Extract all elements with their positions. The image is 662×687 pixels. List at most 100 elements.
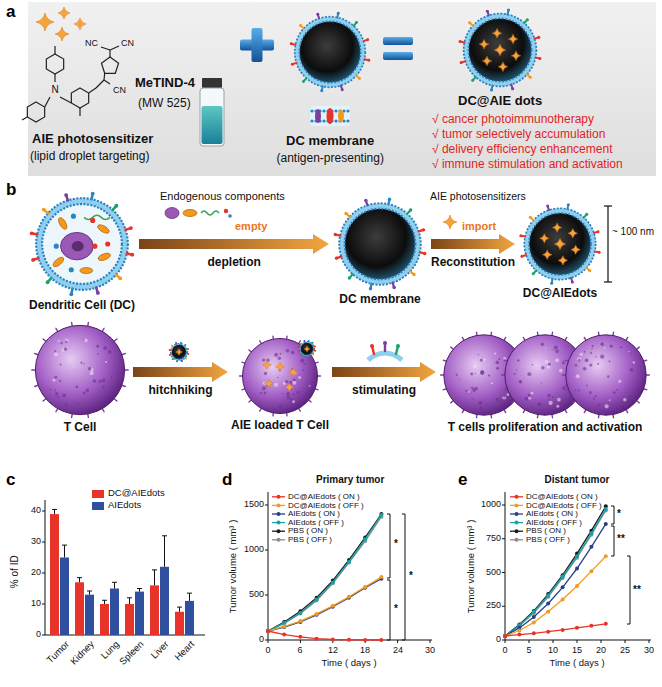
cell-texture [290, 398, 293, 401]
tick-label: 30 [31, 536, 41, 546]
data-marker [532, 615, 536, 619]
membrane-protein [180, 342, 182, 344]
cell-texture [538, 403, 542, 407]
chart-title: Primary tumor [316, 474, 384, 486]
data-marker [546, 593, 550, 597]
empty-interior [345, 209, 416, 280]
cell-texture [53, 379, 56, 382]
chart-e [502, 492, 651, 643]
membrane-protein [468, 21, 471, 24]
aie-star [289, 368, 298, 377]
membrane-protein [490, 88, 493, 91]
cell-microvillus [114, 399, 117, 401]
cell-label: DC membrane [339, 293, 420, 307]
lipid-bilayer [527, 211, 594, 278]
bar [135, 592, 144, 635]
membrane-protein [316, 13, 319, 16]
tick-label: 250 [486, 600, 501, 610]
tick-label: 0 [266, 645, 271, 655]
tick-label: 1000 [481, 499, 501, 509]
data-marker [282, 620, 286, 624]
membrane-protein [320, 89, 323, 92]
lipid-head [310, 109, 313, 112]
data-marker [347, 595, 351, 599]
error-bar [79, 578, 80, 583]
data-line [505, 524, 606, 636]
data-marker [561, 575, 565, 579]
legend-sample [277, 538, 281, 542]
atom-label: CN [113, 85, 126, 95]
lipid-heads [300, 342, 313, 355]
vesicle-icon [224, 209, 228, 213]
cell-texture [613, 391, 616, 394]
cell-texture [260, 392, 262, 394]
data-marker [589, 531, 593, 535]
vial [200, 78, 224, 146]
cell-texture [630, 353, 631, 354]
tick-label: 25 [620, 645, 630, 655]
membrane-protein [422, 228, 425, 231]
cell-texture [292, 393, 294, 395]
vesicle [105, 241, 110, 246]
tick-label: 24 [393, 645, 403, 655]
chemical-bond [109, 50, 110, 57]
lipid-head [334, 119, 337, 122]
scale-cap [604, 281, 612, 282]
tick-label: 30 [644, 645, 654, 655]
cell-texture [552, 396, 554, 398]
t-cell-body [35, 325, 124, 414]
data-marker [363, 537, 367, 541]
legend-text: PBS ( OFF ) [287, 535, 333, 544]
error-cap [177, 607, 182, 608]
data-marker [347, 638, 351, 642]
axis-title: Tumor volume ( mm³ ) [228, 519, 239, 613]
membrane-protein [367, 59, 370, 62]
lipid-heads [36, 198, 128, 290]
mitochondrion [80, 268, 93, 274]
cell-texture [595, 356, 597, 358]
cell-texture [274, 353, 278, 357]
cell-texture [532, 364, 534, 366]
cell-texture [597, 404, 599, 406]
aie-star [55, 27, 69, 41]
cell-texture [591, 348, 592, 349]
cell-texture [590, 352, 592, 354]
membrane-protein [409, 208, 412, 211]
data-marker [532, 610, 536, 614]
error-bar [114, 582, 115, 588]
equals-sign [383, 37, 413, 60]
lipid-heads [468, 18, 531, 81]
cell-texture [517, 359, 520, 362]
data-line [268, 579, 381, 631]
cell-texture [293, 378, 296, 381]
membrane-protein [370, 344, 374, 348]
feature-item: √ cancer photoimmunotherapy [432, 113, 594, 127]
cell-texture [262, 386, 266, 390]
aie-star [571, 245, 580, 254]
membrane-protein [550, 282, 553, 285]
data-marker [363, 585, 367, 589]
cell-texture [578, 390, 580, 392]
cell-texture [531, 392, 534, 395]
tick-mark [430, 640, 431, 643]
vesicle [90, 218, 95, 223]
data-marker [347, 560, 351, 564]
cell-microvillus [35, 385, 38, 386]
data-marker [503, 634, 507, 638]
data-marker [266, 629, 270, 633]
membrane-protein [30, 231, 34, 235]
cell-label: T cells proliferation and activation [448, 421, 643, 435]
legend-sample [277, 503, 281, 507]
axis-title: Time ( days ) [322, 658, 377, 669]
membrane-protein [304, 340, 306, 342]
scale-line [607, 206, 608, 282]
legend-text: AIEdots [108, 500, 141, 511]
lipid-bilayer [300, 342, 314, 356]
data-marker [575, 584, 579, 588]
legend-sample [515, 503, 519, 507]
data-marker [315, 612, 319, 616]
data-marker [331, 580, 335, 584]
data-marker [604, 522, 608, 526]
category-label: Liver [149, 639, 171, 661]
component-note: (antigen-presenting) [277, 152, 384, 166]
